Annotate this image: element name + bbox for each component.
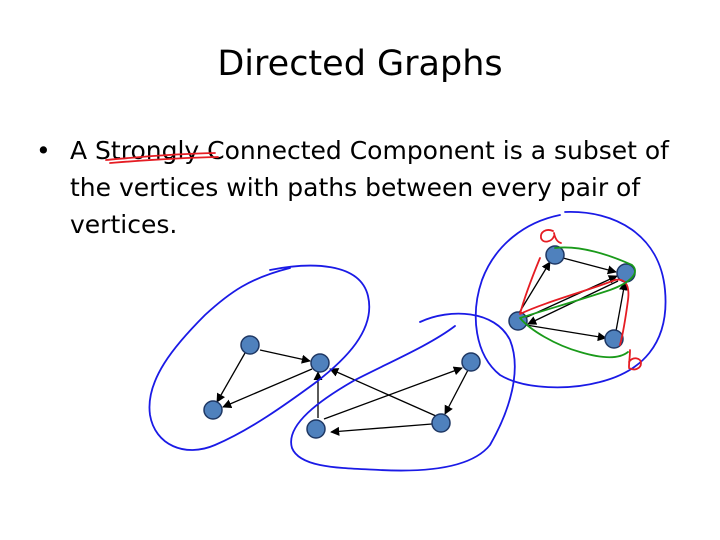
edge: [615, 281, 628, 332]
edge: [222, 368, 313, 408]
graph-node: [203, 400, 223, 420]
edge: [329, 368, 437, 417]
component-outline-middle: [290, 312, 516, 472]
graph-node: [461, 352, 481, 372]
edge: [444, 369, 469, 415]
edge: [330, 423, 433, 436]
graph-node: [240, 335, 260, 355]
edge: [216, 352, 246, 403]
label-b-handwritten: [628, 349, 642, 371]
strongly-underline: [105, 152, 219, 164]
label-a-handwritten: [540, 229, 562, 244]
bullet-list: • A Strongly Connected Component is a su…: [36, 132, 686, 243]
edge: [526, 275, 618, 318]
component-outline-left: [148, 264, 371, 451]
bullet-item: • A Strongly Connected Component is a su…: [36, 132, 686, 243]
path-a-to-b: [519, 257, 630, 346]
component-outline-right: [474, 211, 667, 389]
edge: [562, 257, 617, 275]
graph-node: [306, 419, 326, 439]
graph-node: [604, 329, 624, 349]
graph-node: [431, 413, 451, 433]
edge: [518, 261, 551, 314]
bullet-text: A Strongly Connected Component is a subs…: [70, 136, 669, 239]
graph-node: [508, 311, 528, 331]
path-b-to-a: [519, 246, 636, 359]
graph-node: [545, 245, 565, 265]
slide-title: Directed Graphs: [217, 44, 503, 84]
graph-node: [310, 353, 330, 373]
edge: [259, 349, 311, 364]
bullet-symbol: •: [36, 136, 51, 165]
edge: [323, 366, 463, 420]
edge: [525, 324, 607, 342]
